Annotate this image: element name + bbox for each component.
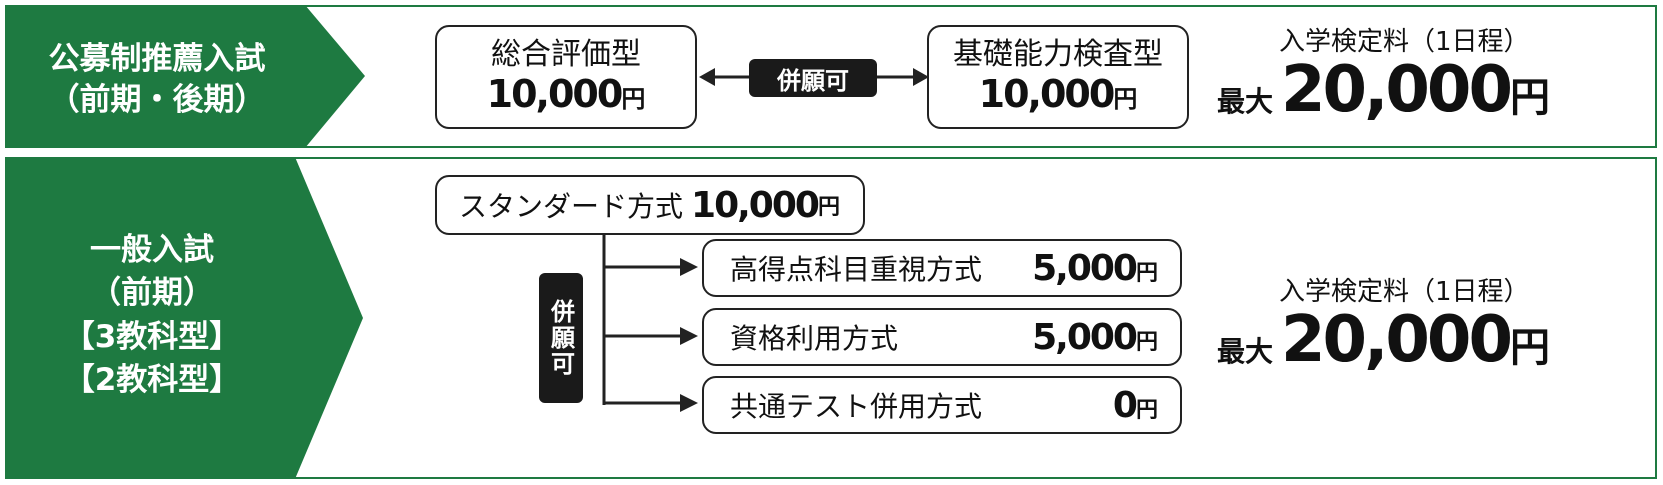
max-prefix: 最大 <box>1217 85 1274 118</box>
comprehensive-type-fee-unit: 円 <box>621 85 646 114</box>
general-badge-period: （前期） <box>90 275 214 312</box>
recommendation-exam-panel: 公募制推薦入試 （前期・後期） 総合評価型 10,000 円 併願可 基礎能力検… <box>5 5 1657 148</box>
qualification-method-fee: 5,000 <box>1032 316 1138 358</box>
common-test-method-box: 共通テスト併用方式 0 円 <box>702 376 1182 434</box>
standard-method-label: スタンダード方式 <box>459 190 684 223</box>
comprehensive-type-box: 総合評価型 10,000 円 <box>435 25 697 129</box>
general-badge-shape <box>5 157 363 479</box>
high-score-method-fee: 5,000 <box>1032 247 1138 289</box>
concurrent-application-vertical-badge: 併願可 <box>539 273 583 403</box>
exam-fee-caption: 入学検定料（1日程） <box>1279 27 1530 57</box>
max-fee-amount: 20,000 <box>1281 53 1513 127</box>
common-test-method-label: 共通テスト併用方式 <box>730 390 983 423</box>
general-max-prefix: 最大 <box>1217 335 1274 368</box>
general-exam-panel: 一般入試 （前期） 【3教科型】 【2教科型】 スタンダード方式 10,000 … <box>5 157 1657 479</box>
max-fee-unit: 円 <box>1509 75 1550 121</box>
high-score-method-box: 高得点科目重視方式 5,000 円 <box>702 239 1182 297</box>
recommendation-badge-shape <box>5 5 365 148</box>
common-test-method-fee-unit: 円 <box>1135 397 1158 423</box>
concurrent-vertical-text: 併願可 <box>546 299 575 377</box>
high-score-method-fee-unit: 円 <box>1135 260 1158 286</box>
comprehensive-type-label: 総合評価型 <box>491 36 641 72</box>
general-exam-fee-caption: 入学検定料（1日程） <box>1279 277 1530 307</box>
general-badge-2subjects: 【2教科型】 <box>63 362 241 399</box>
qualification-method-box: 資格利用方式 5,000 円 <box>702 308 1182 366</box>
high-score-method-label: 高得点科目重視方式 <box>730 253 983 286</box>
qualification-method-label: 資格利用方式 <box>730 322 899 355</box>
common-test-method-fee: 0 <box>1112 384 1138 426</box>
general-badge-3subjects: 【3教科型】 <box>63 318 241 355</box>
standard-method-box: スタンダード方式 10,000 円 <box>435 175 865 235</box>
qualification-method-fee-unit: 円 <box>1135 329 1158 355</box>
comprehensive-type-fee: 10,000 <box>486 72 624 117</box>
general-badge-label: 一般入試 （前期） 【3教科型】 【2教科型】 <box>7 229 297 403</box>
basic-ability-type-label: 基礎能力検査型 <box>953 36 1163 72</box>
general-exam-fee-max: 最大 20,000 円 <box>1217 303 1550 377</box>
basic-ability-type-fee: 10,000 <box>978 72 1116 117</box>
general-badge-title: 一般入試 <box>90 232 214 268</box>
standard-method-fee: 10,000 <box>691 184 820 226</box>
branch-connector <box>602 235 698 412</box>
concurrent-application-badge: 併願可 <box>749 59 877 97</box>
standard-method-fee-unit: 円 <box>817 195 840 220</box>
badge-subtitle: （前期・後期） <box>48 81 266 118</box>
recommendation-badge-label: 公募制推薦入試 （前期・後期） <box>7 39 307 121</box>
general-max-fee-unit: 円 <box>1509 325 1550 371</box>
general-max-fee-amount: 20,000 <box>1281 303 1513 377</box>
badge-title: 公募制推薦入試 <box>48 41 266 77</box>
basic-ability-type-fee-unit: 円 <box>1113 85 1138 114</box>
basic-ability-type-box: 基礎能力検査型 10,000 円 <box>927 25 1189 129</box>
exam-fee-max: 最大 20,000 円 <box>1217 53 1550 127</box>
